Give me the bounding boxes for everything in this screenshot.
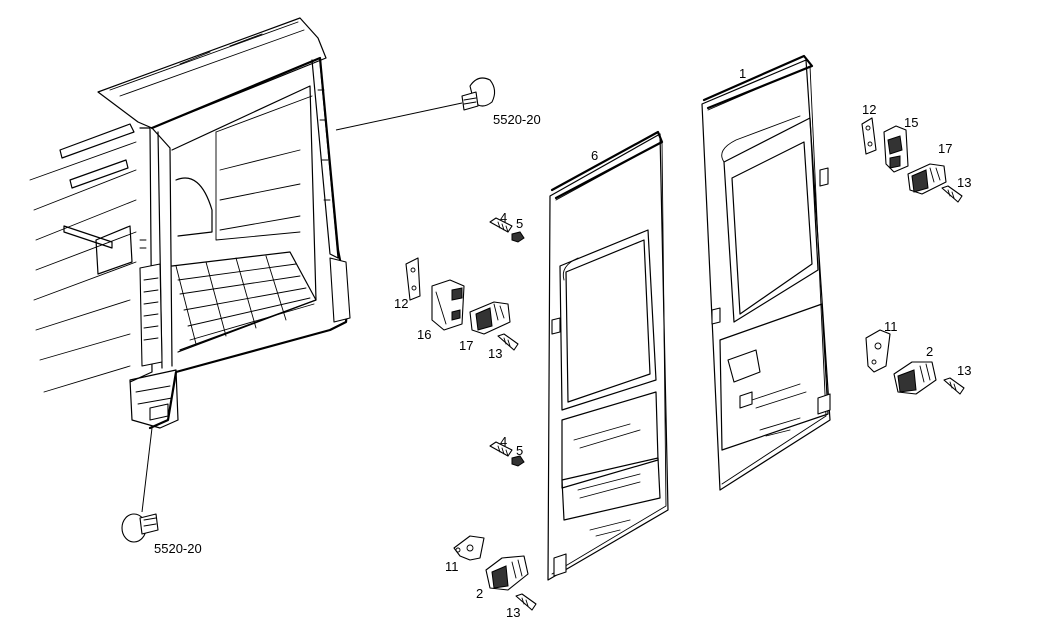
- left-lower-nut-5: [511, 455, 525, 467]
- callout-left-upper-screw: 13: [488, 346, 502, 361]
- left-upper-nut-5: [511, 231, 525, 243]
- callout-left-lower-bolt: 4: [500, 434, 507, 449]
- grommet-upper: [335, 77, 496, 131]
- callout-left-upper-hinge: 17: [459, 338, 473, 353]
- callout-left-lower-nut: 5: [516, 443, 523, 458]
- callout-grommet-upper: 5520-20: [493, 112, 541, 127]
- callout-left-upper-plate: 12: [394, 296, 408, 311]
- left-upper-screw-13: [497, 333, 519, 351]
- right-lower-hinge-2: [893, 361, 937, 395]
- callout-right-upper-hinge: 17: [938, 141, 952, 156]
- left-upper-hinge-17: [469, 301, 511, 335]
- callout-left-upper-nut: 5: [516, 216, 523, 231]
- callout-right-upper-screw: 13: [957, 175, 971, 190]
- callout-grommet-lower: 5520-20: [154, 541, 202, 556]
- callout-left-upper-bolt: 4: [500, 210, 507, 225]
- left-lower-plate-11: [453, 535, 485, 561]
- left-lower-bolt-4: [489, 441, 513, 457]
- right-lower-plate-11: [865, 329, 891, 373]
- callout-left-lower-hinge: 2: [476, 586, 483, 601]
- callout-right-upper-cover: 15: [904, 115, 918, 130]
- right-upper-hinge-17: [907, 163, 947, 195]
- left-upper-cover-16: [431, 279, 465, 331]
- left-lower-screw-13: [515, 593, 537, 611]
- callout-right-door: 1: [739, 66, 746, 81]
- right-lower-screw-13: [943, 377, 965, 395]
- callout-right-upper-plate: 12: [862, 102, 876, 117]
- right-rear-door: [701, 54, 831, 491]
- callout-left-lower-plate: 11: [445, 559, 459, 574]
- right-upper-screw-13: [941, 185, 963, 203]
- grommet-lower: [121, 427, 159, 543]
- left-upper-bolt-4: [489, 217, 513, 233]
- callout-left-lower-screw: 13: [506, 605, 520, 620]
- right-upper-plate-12: [861, 117, 877, 155]
- callout-left-door: 6: [591, 148, 598, 163]
- left-rear-door: [547, 130, 669, 581]
- callout-left-upper-cover: 16: [417, 327, 431, 342]
- van-body: [29, 17, 351, 430]
- callout-right-lower-screw: 13: [957, 363, 971, 378]
- left-lower-hinge-2: [485, 555, 529, 591]
- right-upper-cover-15: [883, 125, 909, 173]
- left-upper-plate-12: [405, 257, 421, 301]
- callout-right-lower-hinge: 2: [926, 344, 933, 359]
- callout-right-lower-plate: 11: [884, 319, 898, 334]
